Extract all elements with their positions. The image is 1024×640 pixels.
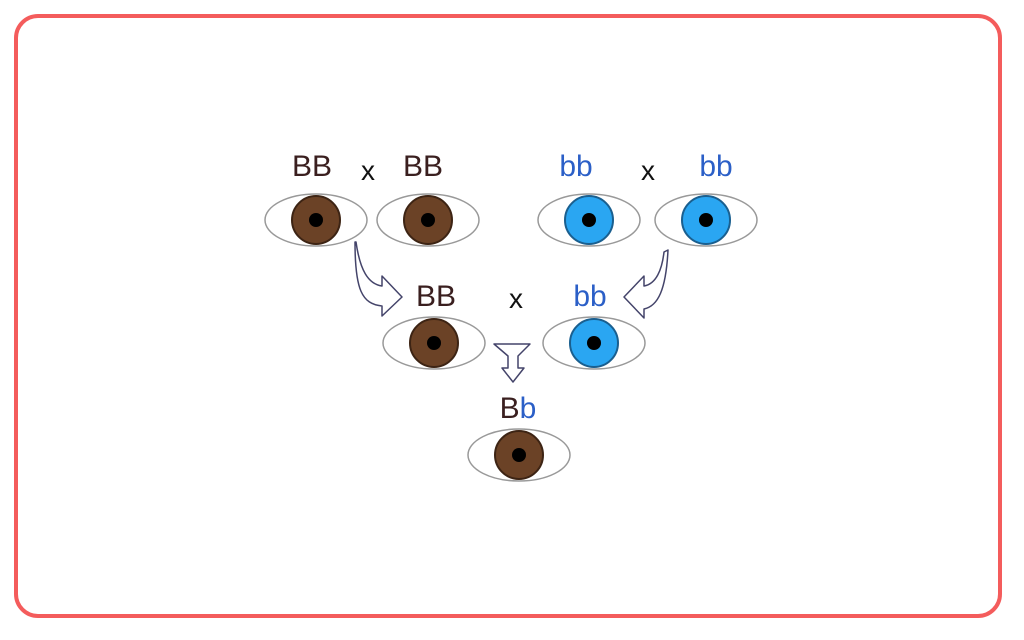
brown-eye-icon	[382, 316, 486, 370]
grandparent-left-cross-symbol: x	[361, 155, 375, 186]
child-dominant-allele: B	[500, 392, 520, 425]
grandparent-right-1-genotype: bb	[559, 150, 592, 183]
blue-eye-icon	[542, 316, 646, 370]
grandparent-right-cross-symbol: x	[641, 155, 655, 186]
diagram-frame	[14, 14, 1002, 618]
inheritance-arrow-left-icon	[354, 241, 403, 317]
blue-eye-icon	[654, 193, 758, 247]
child-genotype: Bb	[500, 392, 537, 425]
blue-eye-icon	[537, 193, 641, 247]
grandparent-left-1-genotype: BB	[292, 150, 332, 183]
parent-right-genotype: bb	[573, 280, 606, 313]
brown-eye-icon	[264, 193, 368, 247]
brown-eye-icon	[467, 428, 571, 482]
parent-cross-symbol: x	[509, 283, 523, 314]
parent-left-genotype: BB	[416, 280, 456, 313]
inheritance-arrow-right-icon	[623, 249, 669, 319]
grandparent-right-2-genotype: bb	[699, 150, 732, 183]
inheritance-arrow-down-icon	[493, 343, 531, 383]
brown-eye-icon	[376, 193, 480, 247]
child-recessive-allele: b	[520, 392, 537, 425]
grandparent-left-2-genotype: BB	[403, 150, 443, 183]
